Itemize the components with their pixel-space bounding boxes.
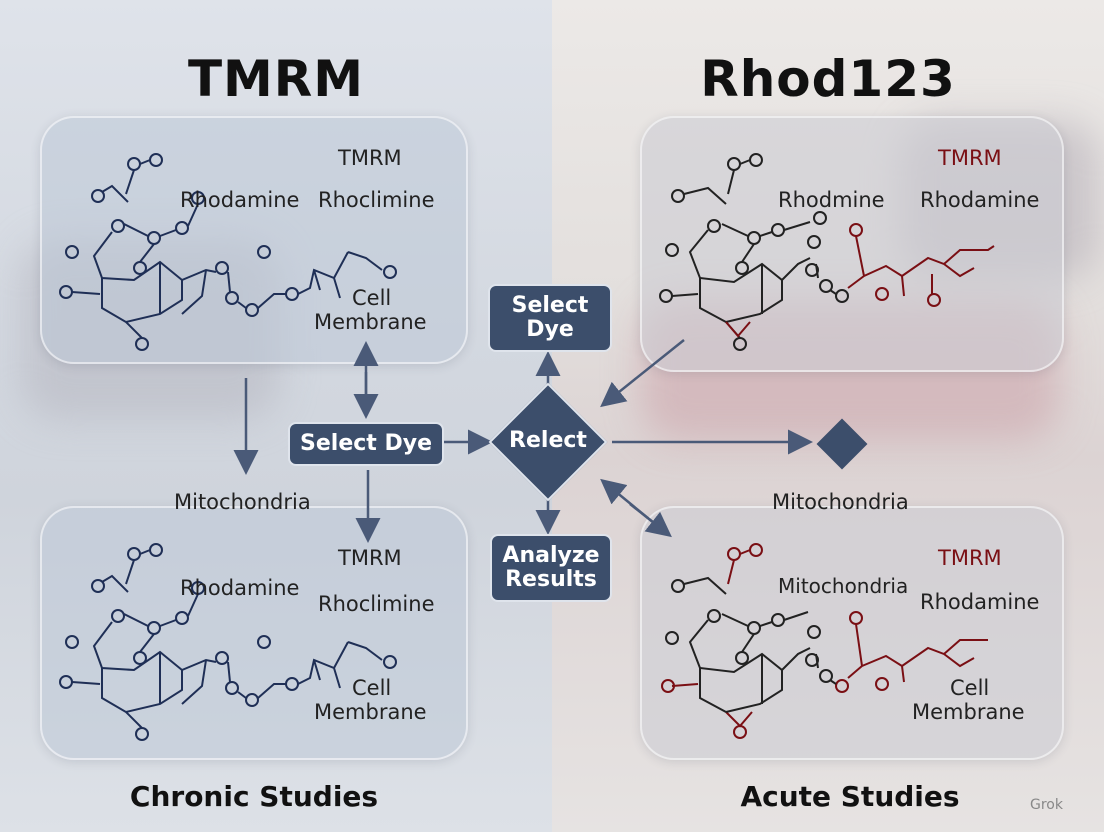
panel-tmrm-label: TMRM: [938, 546, 1002, 570]
select-dye-top-line1: Select: [511, 292, 589, 318]
end-diamond: [816, 418, 868, 470]
panel-label-a: Rhodamine: [180, 576, 300, 600]
select-dye-mid-label: Select Dye: [300, 430, 432, 456]
left-footer: Chronic Studies: [129, 780, 379, 813]
end-node[interactable]: [816, 418, 868, 470]
panel-top-right: TMRM Rhodmine Rhodamine: [640, 116, 1064, 372]
select-dye-top-box[interactable]: Select Dye: [488, 284, 612, 352]
right-footer: Acute Studies: [740, 780, 960, 813]
panel-label-b: Rhoclimine: [318, 592, 435, 616]
panel-tmrm-label: TMRM: [338, 546, 402, 570]
panel-membrane-label: Membrane: [912, 700, 1025, 724]
decision-node[interactable]: Relect: [488, 382, 608, 502]
panel-tmrm-label: TMRM: [338, 146, 402, 170]
panel-label-b: Rhoclimine: [318, 188, 435, 212]
panel-label-a: Rhodamine: [180, 188, 300, 212]
mitochondria-left-label: Mitochondria: [174, 490, 311, 514]
panel-membrane-label: Membrane: [314, 700, 427, 724]
panel-bottom-right: TMRM Mitochondria Rhodamine Cell Membran…: [640, 506, 1064, 760]
right-title: Rhod123: [700, 50, 956, 108]
analyze-results-box[interactable]: Analyze Results: [490, 534, 612, 602]
left-title: TMRM: [187, 50, 365, 108]
panel-tmrm-label: TMRM: [938, 146, 1002, 170]
panel-bottom-left: TMRM Rhodamine Rhoclimine Cell Membrane: [40, 506, 468, 760]
panel-label-b: Rhodamine: [920, 188, 1040, 212]
panel-label-b: Rhodamine: [920, 590, 1040, 614]
panel-cell-label: Cell: [352, 286, 392, 310]
molecule-structure: [659, 153, 995, 351]
mitochondria-right-label: Mitochondria: [772, 490, 909, 514]
grok-watermark: Grok: [1030, 797, 1063, 813]
analyze-line1: Analyze: [502, 542, 600, 568]
analyze-line2: Results: [505, 567, 597, 592]
panel-label-a: Mitochondria: [778, 574, 909, 598]
panel-label-a: Rhodmine: [778, 188, 885, 212]
panel-top-left: TMRM Rhodamine Rhoclimine Cell Membrane: [40, 116, 468, 364]
select-dye-top-line2: Dye: [526, 317, 574, 342]
panel-membrane-label: Membrane: [314, 310, 427, 334]
panel-cell-label: Cell: [950, 676, 990, 700]
select-dye-mid-box[interactable]: Select Dye: [288, 422, 444, 466]
decision-label: Relect: [509, 428, 587, 453]
molecule-structure: [59, 153, 397, 351]
molecule-structure: [661, 543, 988, 739]
panel-cell-label: Cell: [352, 676, 392, 700]
molecule-structure: [59, 543, 397, 741]
